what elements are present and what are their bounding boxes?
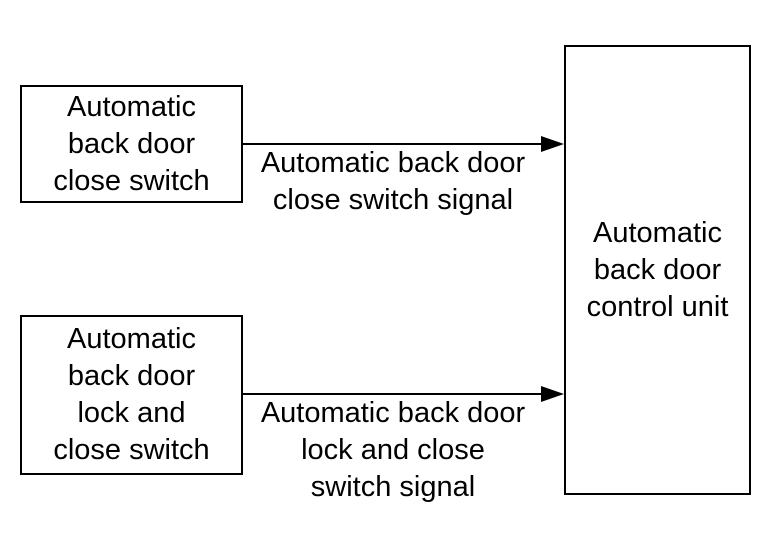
node-close-switch-label: Automatic back door close switch	[53, 90, 210, 197]
arrowhead-right-icon	[541, 386, 564, 402]
node-close-switch: Automatic back door close switch	[20, 85, 243, 203]
arrow-close-switch-signal-label: Automatic back door close switch signal	[260, 147, 526, 216]
node-lock-and-close-switch: Automatic back door lock and close switc…	[20, 315, 243, 475]
arrow-close-switch-signal-line	[243, 143, 543, 145]
arrow-lock-close-switch-signal-line	[243, 393, 543, 395]
node-control-unit-label: Automatic back door control unit	[586, 216, 729, 323]
arrow-lock-close-switch-signal-label: Automatic back door lock and close switc…	[260, 397, 526, 503]
node-control-unit: Automatic back door control unit	[564, 45, 751, 495]
arrowhead-right-icon	[541, 136, 564, 152]
node-lock-and-close-switch-label: Automatic back door lock and close switc…	[53, 323, 210, 466]
